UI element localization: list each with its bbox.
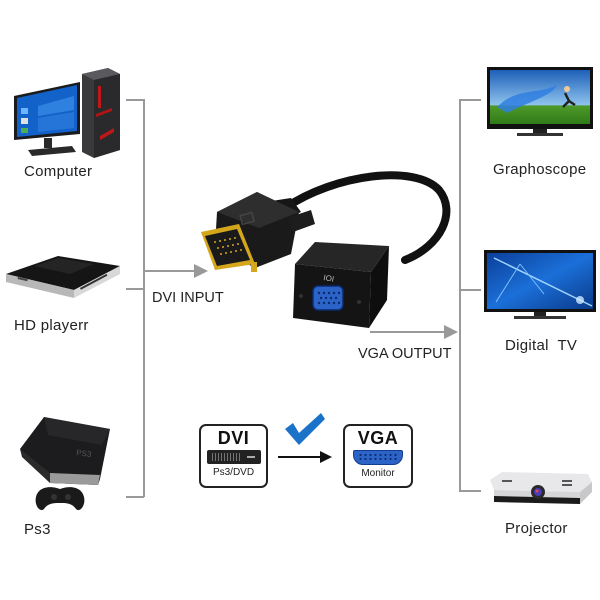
vga-card-title: VGA — [357, 428, 399, 448]
dvi-source-card: DVI Ps3/DVD — [199, 424, 268, 488]
input-bracket-bottom — [126, 496, 144, 498]
output-bracket-vertical — [459, 99, 461, 491]
input-arrow-line — [144, 270, 196, 272]
tv-icon — [484, 250, 596, 319]
projector-label: Projector — [505, 520, 568, 537]
output-bracket-bottom — [459, 490, 481, 492]
adapter-cable-icon: IOI — [201, 171, 451, 328]
input-arrow-head — [194, 264, 208, 278]
hd-player-device — [4, 252, 124, 302]
dvi-card-subtitle: Ps3/DVD — [212, 467, 255, 478]
conversion-arrow-line — [278, 456, 322, 458]
hd-player-label: HD playerr — [14, 317, 89, 334]
output-arrow-line — [370, 331, 446, 333]
vga-card-subtitle: Monitor — [361, 468, 395, 479]
vga-target-card: VGA Monitor — [343, 424, 413, 488]
monitor-icon — [487, 67, 593, 136]
svg-text:IOI: IOI — [323, 273, 335, 284]
computer-label: Computer — [24, 163, 93, 180]
output-bracket-mid — [459, 289, 481, 291]
input-bracket-mid — [126, 288, 144, 290]
hd-player-icon — [6, 256, 120, 298]
graphoscope-label: Graphoscope — [493, 161, 587, 178]
computer-device — [8, 66, 128, 158]
dvi-vga-adapter: IOI — [195, 168, 455, 338]
input-bracket-top — [126, 99, 144, 101]
game-console-icon: PS3 — [20, 417, 110, 511]
ps3-device: PS3 — [14, 405, 114, 517]
graphoscope-device — [487, 67, 593, 137]
dvi-input-label: DVI INPUT — [152, 290, 224, 306]
input-bracket-vertical — [143, 99, 145, 497]
desktop-computer-icon — [14, 68, 120, 158]
dvi-port-icon — [206, 450, 261, 464]
output-bracket-top — [459, 99, 481, 101]
output-arrow-head — [444, 325, 458, 339]
conversion-arrow-head — [320, 451, 332, 463]
checkmark-icon — [283, 411, 327, 447]
digital-tv-device — [484, 250, 596, 322]
digital-tv-label: Digital TV — [505, 337, 578, 354]
projector-icon — [490, 472, 592, 504]
vga-output-label: VGA OUTPUT — [358, 346, 452, 362]
projector-device — [488, 470, 594, 510]
svg-text:PS3: PS3 — [76, 448, 93, 459]
vga-port-icon — [353, 450, 403, 465]
ps3-label: Ps3 — [24, 521, 51, 538]
dvi-card-title: DVI — [217, 428, 250, 448]
